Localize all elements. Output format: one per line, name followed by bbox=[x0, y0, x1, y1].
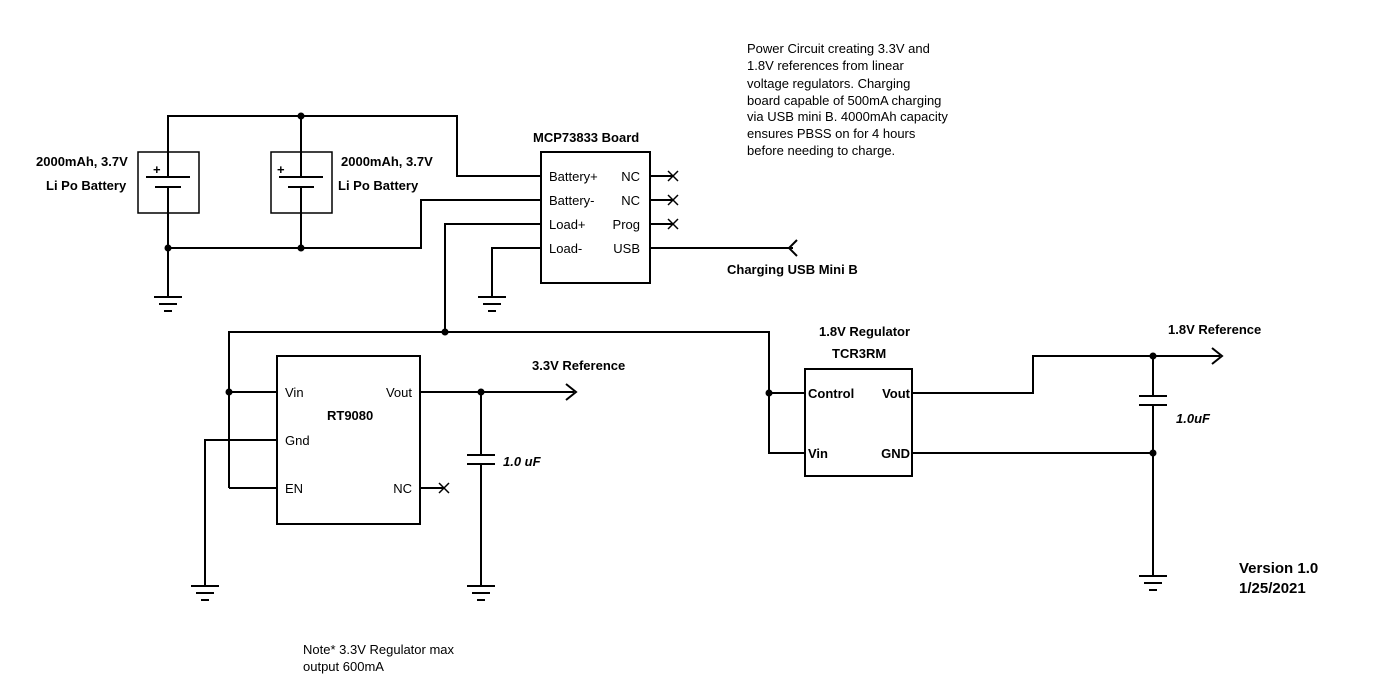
battery-1-plus-sign: + bbox=[153, 162, 161, 177]
battery-2-capacity: 2000mAh, 3.7V bbox=[341, 154, 433, 169]
junction-reg18-gnd bbox=[1149, 449, 1157, 457]
charger-board-box bbox=[540, 151, 651, 284]
svg-text:via USB mini B. 4000mAh capaci: via USB mini B. 4000mAh capacity bbox=[747, 109, 948, 124]
nc-cross-reg33 bbox=[438, 482, 450, 494]
reg18-output-arrow bbox=[1211, 347, 1224, 365]
junction-battery-bottom-right bbox=[297, 244, 305, 252]
junction-battery-bottom-left bbox=[164, 244, 172, 252]
reg18-title: 1.8V Regulator bbox=[819, 324, 910, 339]
reg18-box bbox=[804, 368, 913, 477]
reg33-pin-en: EN bbox=[285, 481, 303, 496]
battery-wires bbox=[167, 115, 540, 296]
reg18-pin-gnd: GND bbox=[881, 446, 910, 461]
battery-2: + bbox=[270, 151, 333, 214]
svg-text:Power Circuit creating 3.3V an: Power Circuit creating 3.3V and bbox=[747, 41, 930, 56]
charger-pin-load-plus: Load+ bbox=[549, 217, 586, 232]
reg33-name: RT9080 bbox=[327, 408, 373, 423]
battery-1: + bbox=[137, 151, 200, 214]
reg33-pin-vin: Vin bbox=[285, 385, 304, 400]
usb-label: Charging USB Mini B bbox=[727, 262, 858, 277]
reg33-pin-nc: NC bbox=[393, 481, 412, 496]
battery-2-type: Li Po Battery bbox=[338, 178, 419, 193]
charger-pin-nc-1: NC bbox=[621, 169, 640, 184]
junction-power-bus bbox=[441, 328, 449, 336]
ground-reg18 bbox=[1139, 575, 1167, 591]
charger-pin-battery-minus: Battery- bbox=[549, 193, 595, 208]
svg-text:ensures PBSS on for 4 hours: ensures PBSS on for 4 hours bbox=[747, 126, 916, 141]
svg-text:board capable of 500mA chargin: board capable of 500mA charging bbox=[747, 93, 941, 108]
version-label: Version 1.0 bbox=[1239, 560, 1318, 577]
reg18-pin-control: Control bbox=[808, 386, 854, 401]
svg-text:output 600mA: output 600mA bbox=[303, 659, 384, 674]
ground-reg33 bbox=[191, 585, 219, 601]
svg-text:Note* 3.3V Regulator max: Note* 3.3V Regulator max bbox=[303, 642, 455, 657]
junction-reg18-control bbox=[765, 389, 773, 397]
charger-pin-nc-2: NC bbox=[621, 193, 640, 208]
reg33-cap-label: 1.0 uF bbox=[503, 454, 542, 469]
version-block: Version 1.0 1/25/2021 bbox=[1239, 560, 1318, 597]
reg18-cap-label: 1.0uF bbox=[1176, 411, 1211, 426]
reg33-pin-vout: Vout bbox=[386, 385, 412, 400]
battery-1-capacity: 2000mAh, 3.7V bbox=[36, 154, 128, 169]
charger-pin-usb: USB bbox=[613, 241, 640, 256]
battery-1-type: Li Po Battery bbox=[46, 178, 127, 193]
reg33-output-label: 3.3V Reference bbox=[532, 358, 625, 373]
svg-text:1.8V references from linear: 1.8V references from linear bbox=[747, 58, 904, 73]
charger-title: MCP73833 Board bbox=[533, 130, 639, 145]
charger-pin-load-minus: Load- bbox=[549, 241, 582, 256]
ground-cap33 bbox=[467, 585, 495, 601]
junction-reg33-vin bbox=[225, 388, 233, 396]
reg33-output-arrow bbox=[565, 383, 578, 401]
nc-cross-marks bbox=[667, 170, 679, 230]
junction-battery-top bbox=[297, 112, 305, 120]
battery-labels: 2000mAh, 3.7V Li Po Battery 2000mAh, 3.7… bbox=[36, 154, 433, 193]
regulator-note: Note* 3.3V Regulator max output 600mA bbox=[303, 642, 455, 674]
charger-pin-battery-plus: Battery+ bbox=[549, 169, 598, 184]
svg-text:before needing to charge.: before needing to charge. bbox=[747, 143, 895, 158]
reg18-pin-vin: Vin bbox=[808, 446, 828, 461]
reg33-box bbox=[276, 355, 421, 525]
charger-pin-prog: Prog bbox=[613, 217, 640, 232]
usb-connector-symbol bbox=[787, 239, 798, 257]
version-date: 1/25/2021 bbox=[1239, 580, 1306, 597]
reg18-output-label: 1.8V Reference bbox=[1168, 322, 1261, 337]
ground-charger bbox=[478, 296, 506, 312]
battery-2-plus-sign: + bbox=[277, 162, 285, 177]
reg18-pin-vout: Vout bbox=[882, 386, 911, 401]
reg33-pin-gnd: Gnd bbox=[285, 433, 310, 448]
ground-battery bbox=[154, 296, 182, 312]
description-note: Power Circuit creating 3.3V and 1.8V ref… bbox=[747, 41, 948, 158]
svg-text:voltage regulators. Charging: voltage regulators. Charging bbox=[747, 76, 910, 91]
reg18-part: TCR3RM bbox=[832, 346, 886, 361]
